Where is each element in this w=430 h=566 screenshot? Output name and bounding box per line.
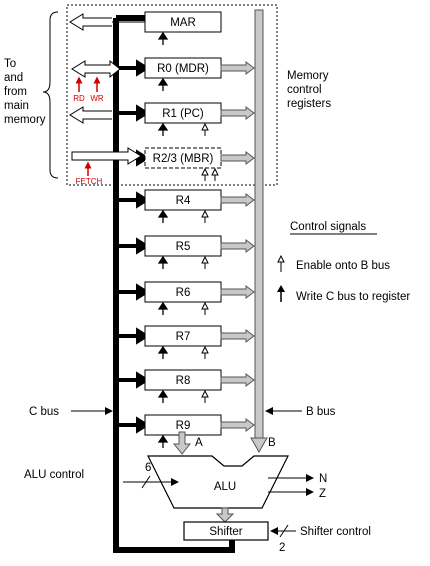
shifter-block bbox=[183, 521, 269, 541]
memory-label-line-1: To bbox=[4, 58, 16, 70]
b-bus-output-arrow bbox=[220, 239, 255, 253]
register-label: R8 bbox=[176, 375, 191, 387]
enable-control-arrow-icon bbox=[201, 209, 209, 223]
c-bus-write-arrow bbox=[116, 416, 150, 434]
write-control-arrow-icon bbox=[157, 301, 169, 315]
register-label: R5 bbox=[176, 241, 191, 253]
shifter-label: Shifter bbox=[209, 526, 242, 538]
c-bus-write-arrow bbox=[116, 371, 150, 389]
enable-control-arrow-icon bbox=[201, 122, 209, 136]
enable-control-arrow-icon bbox=[201, 255, 209, 269]
register-label: R0 (MDR) bbox=[157, 63, 209, 75]
alu-label: ALU bbox=[214, 481, 236, 493]
register-label: R4 bbox=[176, 195, 191, 207]
enable-control-arrow-icon bbox=[201, 345, 209, 359]
memory-label-line-3: from bbox=[4, 86, 27, 98]
mem-ctrl-label-line-3: registers bbox=[287, 98, 331, 110]
register-label: MAR bbox=[170, 17, 196, 29]
register-r5: R5 bbox=[116, 235, 255, 269]
c-bus bbox=[113, 15, 235, 553]
register-label: R9 bbox=[176, 420, 191, 432]
b-bus-output-arrow bbox=[220, 373, 255, 387]
c-bus-write-arrow bbox=[116, 191, 150, 209]
memory-brace bbox=[42, 11, 59, 179]
write-c-arrow-icon bbox=[277, 285, 285, 292]
mem-ctrl-label-line-2: control bbox=[287, 84, 322, 96]
register-mar: MAR bbox=[144, 11, 222, 45]
enable-control-arrow-icon bbox=[201, 389, 209, 403]
register-r6: R6 bbox=[116, 281, 255, 315]
register-r7: R7 bbox=[116, 325, 255, 359]
write-control-arrow-icon bbox=[157, 345, 169, 359]
alu-input-a-label: A bbox=[195, 437, 203, 449]
b-bus bbox=[250, 9, 268, 454]
legend-title: Control signals bbox=[290, 221, 366, 233]
shifter-control-width: 2 bbox=[279, 542, 285, 554]
write-control-arrow-icon bbox=[157, 31, 169, 45]
register-label: R7 bbox=[176, 331, 191, 343]
c-bus-write-arrow bbox=[116, 104, 150, 122]
enable-control-arrow-icon bbox=[201, 167, 209, 181]
b-bus-output-arrow bbox=[220, 285, 255, 299]
register-label: R2/3 (MBR) bbox=[153, 153, 214, 165]
write-control-arrow-icon bbox=[157, 209, 169, 223]
legend-enable-b: Enable onto B bus bbox=[296, 260, 390, 272]
alu-control-label: ALU control bbox=[24, 469, 84, 481]
enable-control-arrow-icon bbox=[201, 301, 209, 315]
b-bus-output-arrow bbox=[220, 61, 255, 75]
write-control-arrow-icon bbox=[157, 434, 169, 448]
b-bus-output-arrow bbox=[220, 151, 255, 165]
c-bus-write-arrow bbox=[116, 327, 150, 345]
write-control-arrow-icon bbox=[157, 122, 169, 136]
write-control-arrow-icon bbox=[157, 77, 169, 91]
memory-control-signals: RD WR FETCH bbox=[73, 76, 104, 186]
c-bus-write-arrow bbox=[116, 237, 150, 255]
legend-write-c: Write C bus to register bbox=[296, 291, 410, 303]
b-bus-label: B bus bbox=[306, 406, 336, 418]
memory-interface-arrows bbox=[69, 13, 145, 165]
enable-control-arrow-icon bbox=[211, 167, 219, 181]
flag-z-label: Z bbox=[319, 488, 326, 500]
register-r8: R8 bbox=[116, 369, 255, 403]
alu-control-width: 6 bbox=[145, 462, 151, 474]
c-bus-write-arrow bbox=[116, 59, 150, 77]
a-bus bbox=[172, 431, 192, 455]
register-label: R6 bbox=[176, 287, 191, 299]
b-bus-output-arrow bbox=[220, 418, 255, 432]
b-bus-output-arrow bbox=[220, 193, 255, 207]
wr-signal-label: WR bbox=[90, 94, 104, 103]
enable-b-arrow-icon bbox=[277, 254, 285, 272]
memory-label-line-4: main bbox=[4, 100, 29, 112]
write-control-arrow-icon bbox=[157, 389, 169, 403]
alu-input-b-label: B bbox=[268, 437, 276, 449]
register-r4: R4 bbox=[116, 189, 255, 223]
alu-block bbox=[147, 455, 289, 509]
alu-to-shifter-arrow bbox=[215, 507, 235, 523]
shifter-control-label: Shifter control bbox=[300, 526, 371, 538]
register-r1-pc: R1 (PC) bbox=[116, 102, 255, 136]
b-bus-output-arrow bbox=[220, 106, 255, 120]
register-label: R1 (PC) bbox=[162, 108, 204, 120]
c-bus-label: C bus bbox=[29, 406, 59, 418]
memory-label-line-5: memory bbox=[4, 114, 46, 126]
b-bus-output-arrow bbox=[220, 329, 255, 343]
memory-control-region bbox=[66, 4, 278, 186]
flag-n-label: N bbox=[319, 473, 327, 485]
legend: Control signals Enable onto B bus Write … bbox=[277, 221, 410, 303]
write-control-arrow-icon bbox=[157, 255, 169, 269]
memory-label-line-2: and bbox=[4, 72, 23, 84]
register-r0-mdr: R0 (MDR) bbox=[116, 57, 255, 91]
fetch-signal-label: FETCH bbox=[76, 177, 103, 186]
c-bus-write-arrow bbox=[116, 283, 150, 301]
register-r9: R9 bbox=[116, 414, 255, 448]
rd-signal-label: RD bbox=[73, 94, 85, 103]
mem-ctrl-label-line-1: Memory bbox=[287, 70, 329, 82]
